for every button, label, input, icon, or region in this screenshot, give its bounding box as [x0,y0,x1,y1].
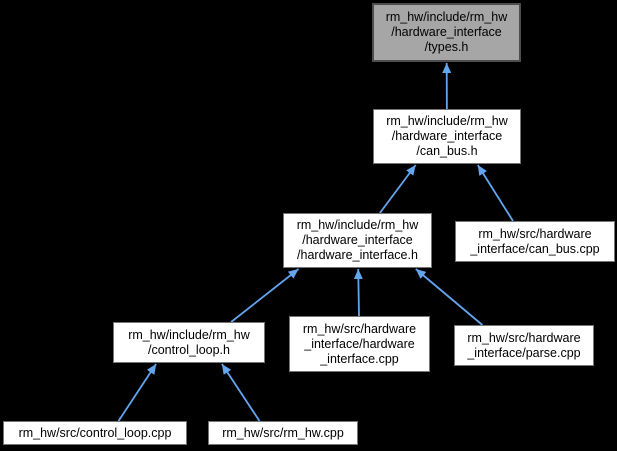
edge-rm_hw_cpp-to-control_loop_h [221,363,261,422]
node-types-h: rm_hw/include/rm_hw /hardware_interface … [372,3,521,62]
node-parse-cpp[interactable]: rm_hw/src/hardware _interface/parse.cpp [454,325,594,366]
edge-control_loop_h-to-hardware_interface_h [230,268,300,323]
edge-hardware_interface_cpp-to-hardware_interface_h [353,268,363,317]
edge-control_loop_cpp-to-control_loop_h [117,363,157,422]
node-rm-hw-cpp[interactable]: rm_hw/src/rm_hw.cpp [208,421,358,445]
node-control-loop-cpp[interactable]: rm_hw/src/control_loop.cpp [3,421,187,445]
node-control-loop-h[interactable]: rm_hw/include/rm_hw /control_loop.h [113,322,265,363]
edge-hardware_interface_h-to-can_bus_h [379,164,417,214]
edge-can_bus_cpp-to-can_bus_h [477,164,514,222]
node-can-bus-h[interactable]: rm_hw/include/rm_hw /hardware_interface … [373,109,521,164]
node-hardware-interface-h[interactable]: rm_hw/include/rm_hw /hardware_interface … [283,213,432,268]
node-hardware-interface-cpp[interactable]: rm_hw/src/hardware _interface/hardware _… [289,316,430,372]
node-can-bus-cpp[interactable]: rm_hw/src/hardware _interface/can_bus.cp… [455,221,615,262]
